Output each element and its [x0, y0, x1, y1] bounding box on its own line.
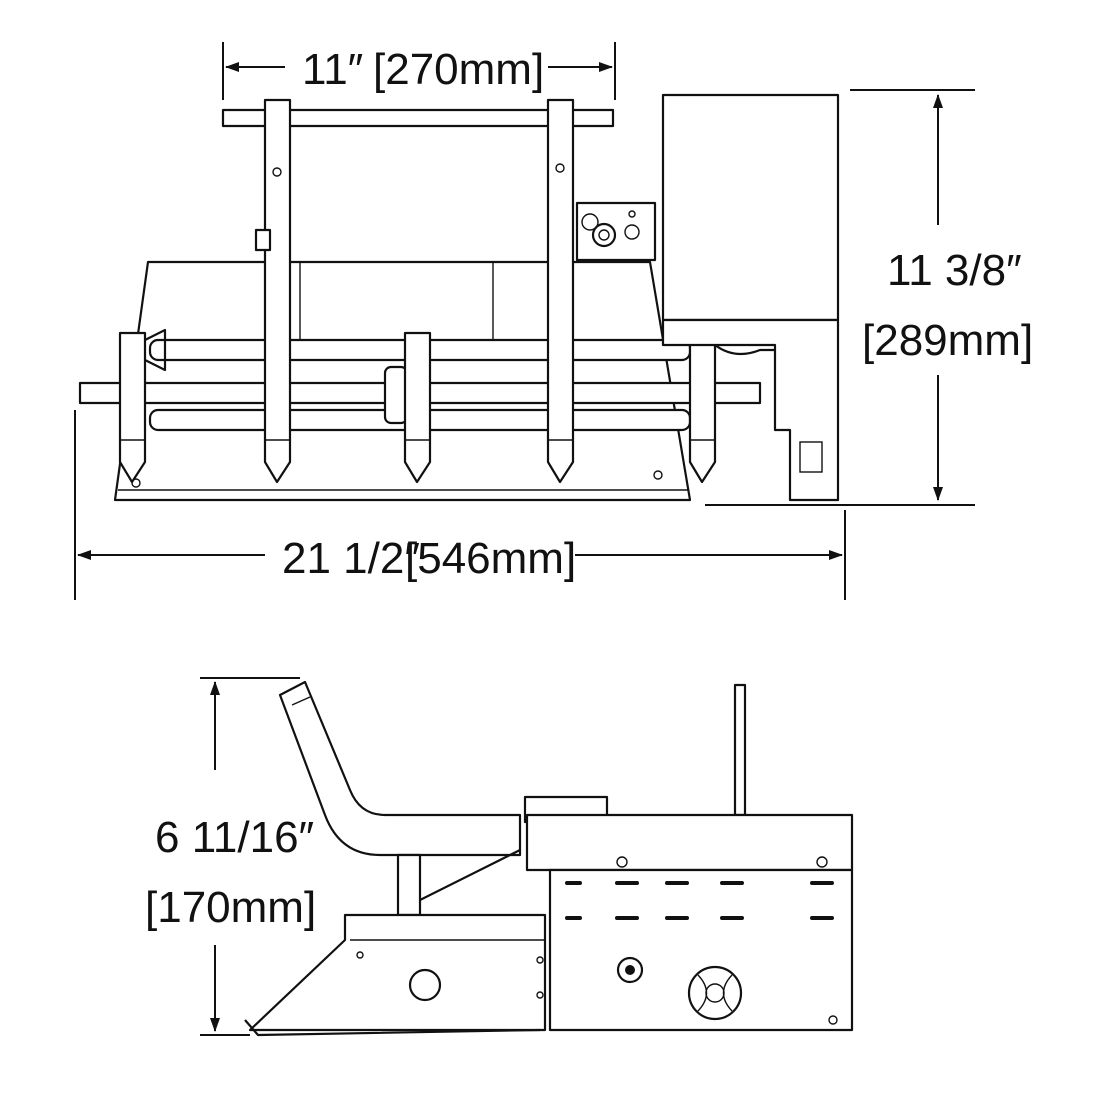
tall-log-support-left	[254, 98, 292, 484]
side-base-tray	[248, 913, 547, 1032]
dimension-total-width: 21 1/2″ [546mm]	[74, 410, 846, 600]
gas-inlet-icon	[616, 956, 644, 984]
side-height-inch-label: 6 11/16″	[155, 813, 314, 862]
top-width-inch-label: 11″	[302, 45, 363, 94]
control-box	[661, 93, 840, 502]
control-knob-icon	[687, 965, 743, 1021]
total-width-inch-label: 21 1/2″	[282, 534, 420, 583]
dimension-side-height: 6 11/16″ [170mm]	[145, 677, 316, 1036]
valve-panel	[575, 201, 657, 262]
log-grate-arm	[278, 680, 522, 857]
side-control-body	[523, 683, 854, 1032]
top-crossbar	[221, 108, 615, 128]
tall-log-support-right	[546, 98, 575, 484]
height-inch-label: 11 3/8″	[887, 246, 1022, 295]
side-view: 6 11/16″ [170mm]	[145, 677, 854, 1037]
dimension-height: 11 3/8″ [289mm]	[705, 89, 1033, 506]
top-view: 11″ [270mm]	[74, 42, 1033, 600]
dimension-top-width: 11″ [270mm]	[222, 42, 616, 100]
side-height-mm-label: [170mm]	[145, 883, 316, 932]
total-width-mm-label: [546mm]	[405, 534, 576, 583]
height-mm-label: [289mm]	[862, 316, 1033, 365]
top-width-mm-label: [270mm]	[373, 45, 544, 94]
